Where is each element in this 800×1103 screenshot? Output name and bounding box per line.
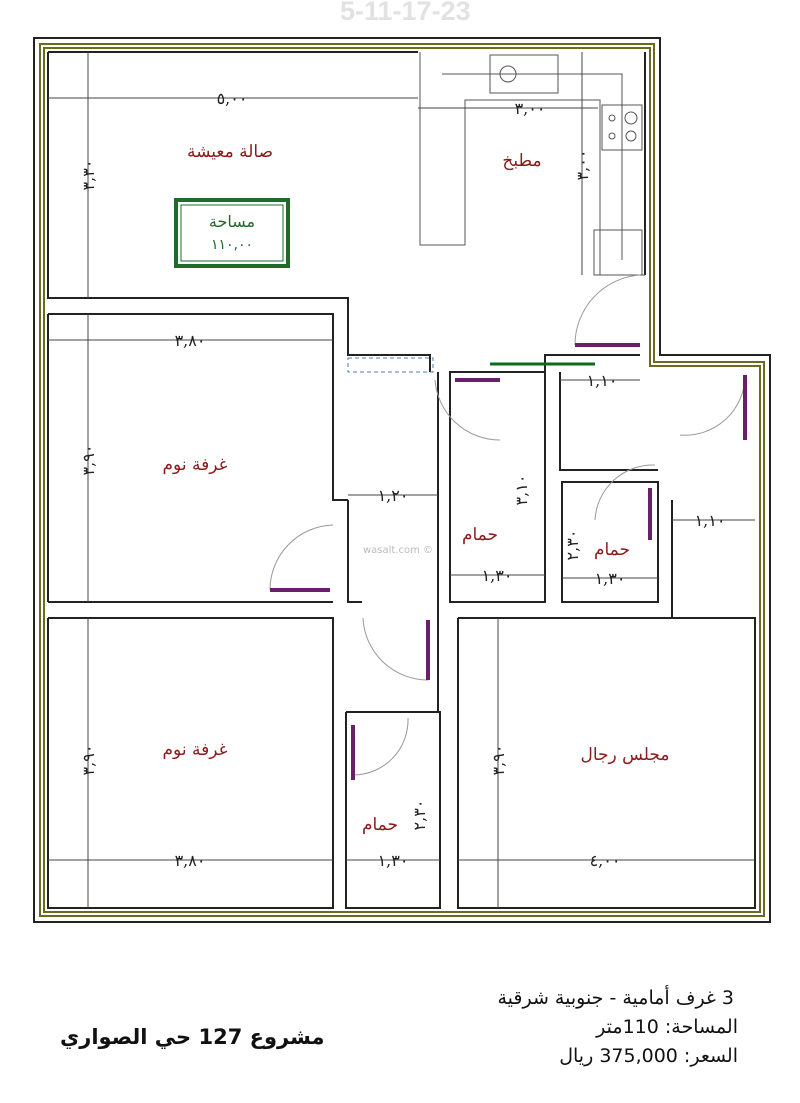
info-orientation: 3 غرف أمامية - جنوبية شرقية <box>497 987 734 1009</box>
room-label-bath-2: حمام <box>594 540 630 560</box>
sink-icon <box>489 54 559 94</box>
room-label-majlis: مجلس رجال <box>580 745 669 765</box>
dim-bath2-width: ١,٣٠ <box>595 569 626 588</box>
site-watermark: wasalt.com © <box>363 545 433 556</box>
doors <box>269 274 747 780</box>
dim-corridor-width: ١,٢٠ <box>378 486 409 505</box>
dim-living-height: ٣,٣٠ <box>79 160 98 191</box>
dim-bath1-height: ٣,١٠ <box>512 475 531 506</box>
stove-icon <box>601 104 643 151</box>
dim-bath3-width: ١,٣٠ <box>378 851 409 870</box>
dim-bath3-height: ٢,٣٠ <box>410 800 429 831</box>
outer-insulation-line <box>39 43 765 917</box>
area-box: مساحة ١١٠,٠٠ <box>174 198 290 268</box>
interior-walls <box>47 51 756 909</box>
area-box-value: ١١٠,٠٠ <box>211 237 253 253</box>
outer-wall <box>33 37 771 923</box>
fridge-icon <box>593 229 643 276</box>
area-box-label: مساحة <box>209 212 255 231</box>
dim-living-width: ٥,٠٠ <box>217 89 248 108</box>
dim-bedroom2-width: ٣,٨٠ <box>175 851 206 870</box>
dim-majlis-width: ٤,٠٠ <box>590 851 621 870</box>
kitchen-counters <box>347 52 645 373</box>
dim-bedroom2-height: ٣,٩٠ <box>79 745 98 776</box>
dim-bedroom1-width: ٣,٨٠ <box>175 331 206 350</box>
dim-kitchen-height: ٣,٠٠ <box>573 150 592 181</box>
dim-right-width: ١,١٠ <box>695 511 726 530</box>
info-price: السعر: 375,000 ريال <box>559 1045 738 1067</box>
dim-bath2-height: ٢,٣٠ <box>563 530 582 561</box>
dimension-lines <box>48 52 755 908</box>
dim-bedroom1-height: ٣,٩٠ <box>79 445 98 476</box>
project-title: مشروع 127 حي الصواري <box>60 1025 325 1049</box>
dim-majlis-height: ٣,٩٠ <box>489 745 508 776</box>
room-label-bedroom-2: غرفة نوم <box>163 740 228 760</box>
room-label-bath-1: حمام <box>462 525 498 545</box>
room-label-bedroom-1: غرفة نوم <box>163 455 228 475</box>
floor-plan: صالة معيشة مطبخ غرفة نوم غرفة نوم حمام ح… <box>33 37 771 923</box>
room-label-living: صالة معيشة <box>187 142 273 162</box>
dim-kitchen-width: ٣,٠٠ <box>515 99 546 118</box>
room-label-bath-3: حمام <box>362 815 398 835</box>
dim-hall-width: ١,١٠ <box>587 371 618 390</box>
info-area: المساحة: 110متر <box>596 1016 738 1038</box>
room-label-kitchen: مطبخ <box>502 151 541 171</box>
dim-bath1-width: ١,٣٠ <box>482 566 513 585</box>
date-watermark: 5-11-17-23 <box>340 0 471 26</box>
